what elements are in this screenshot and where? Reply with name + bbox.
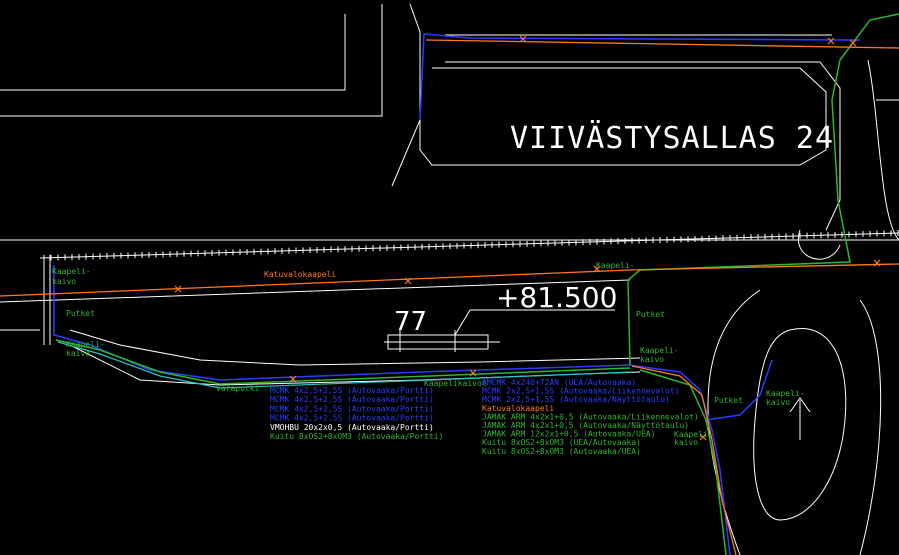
elevation-text: +81.500: [496, 281, 617, 314]
kaapeli-label-right2: Kaapeli-: [674, 430, 713, 439]
cable-list-item: VMOHBU 20x2x0,5 (Autovaaka/Portti): [270, 423, 434, 432]
svg-text:kaivo: kaivo: [640, 355, 664, 364]
kaapelikaivo-label-left: Kaapeli-: [52, 267, 91, 276]
svg-text:kaivo: kaivo: [766, 398, 790, 407]
cable-list-item: MCMK 4x2,5+2,5S (Autovaaka/Portti): [270, 395, 434, 404]
elevation-annotation: [384, 309, 615, 352]
hatched-lines: [39, 232, 899, 259]
orange-cable-route: [0, 39, 899, 555]
cyan-cable-route: [57, 341, 633, 389]
cable-list-item: AMCMK 4x240+72AN (UEA/Autovaaka): [482, 378, 636, 387]
cable-list-item: Kuitu 8xOS2+8xOM3 (Autovaaka/Portti): [270, 432, 443, 441]
cable-list-item: MCMK 4x2,5+2,5S (Autovaaka/Portti): [270, 386, 434, 395]
kaapeli-label-left: Kaapeli-: [66, 340, 105, 349]
map-labels: Kaapeli- kaivo Putket Kaapeli- kaivo Kat…: [52, 261, 805, 447]
kaapeli-label-top-right: Kaapeli-: [596, 261, 635, 270]
cable-list-right: AMCMK 4x240+72AN (UEA/Autovaaka)MCMK 2x2…: [482, 378, 699, 456]
cable-list-item: MCMK 2x2,5+1,5S (Autovaaka/Näyttötaulu): [482, 395, 670, 404]
cable-list-item: MCMK 4x2,5+2,5S (Autovaaka/Portti): [270, 414, 434, 423]
cable-list-item: MCMK 2x2,5+1,5S (Autovaaka/Liikennevalot…: [482, 387, 679, 396]
blue-cable-route: [53, 33, 861, 555]
kaapeli-label-right: Kaapeli-: [766, 389, 805, 398]
putket-label-right: Putket: [714, 396, 743, 405]
pond-title: VIIVÄSTYSALLAS 24: [510, 120, 834, 156]
svg-text:kaivo: kaivo: [66, 349, 90, 358]
cable-list-item: JAMAK ARM 4x2x1+0,5 (Autovaaka/Näyttötau…: [482, 421, 689, 430]
svg-text:kaivo: kaivo: [674, 438, 698, 447]
kaapelikaivot-label: Kaapelikaivot: [424, 379, 487, 388]
cable-list-item: JAMAK ARM 12x2x1+0,5 (Autovaaka/UEA): [482, 430, 655, 439]
varaputki-label: Varaputki: [216, 384, 260, 393]
cable-list-item: MCMK 4x2,5+2,5S (Autovaaka/Portti): [270, 404, 434, 413]
putket-label-left: Putket: [66, 309, 95, 318]
putket-label-mid: Putket: [636, 310, 665, 319]
cable-list-left: MCMK 4x2,5+2,5S (Autovaaka/Portti)MCMK 4…: [270, 386, 443, 441]
green-cable-route: [55, 13, 899, 555]
cable-list-item: Kuitu 8xOS2+8xOM3 (Autovaaka/UEA): [482, 447, 641, 456]
cable-list-item: Katuvalokaapeli: [482, 404, 554, 413]
cable-list-item: JAMAK ARM 4x2x1+0,5 (Autovaaka/Liikennev…: [482, 412, 699, 421]
hatch-ticks: [43, 230, 899, 261]
kaapeli-label-mid: Kaapeli-: [640, 346, 679, 355]
plot-number-text: 77: [394, 307, 427, 337]
svg-text:kaivo: kaivo: [52, 277, 76, 286]
cable-list-item: Kuitu 8xOS2+8xOM3 (UEA/Autovaaka): [482, 438, 641, 447]
cross-markers: [174, 35, 881, 441]
katuvalokaapeli-label: Katuvalokaapeli: [264, 270, 336, 279]
